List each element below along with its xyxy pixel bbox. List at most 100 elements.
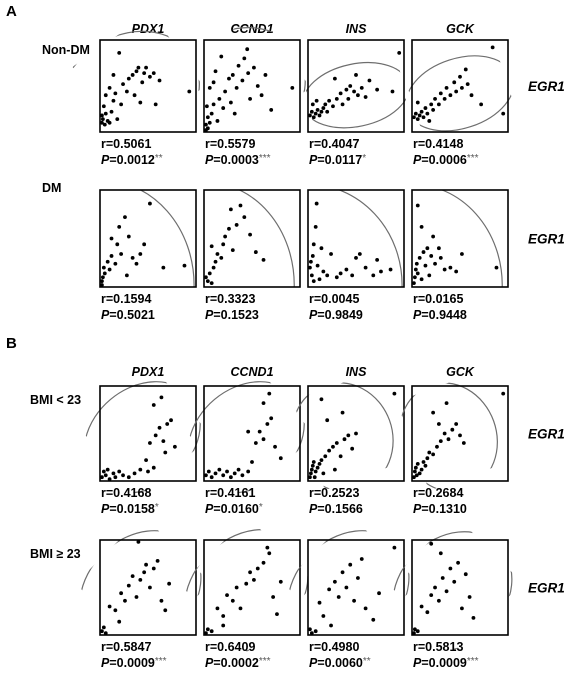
p-symbol: P [413,153,422,167]
data-point [228,100,233,105]
data-point [111,471,116,476]
data-point [269,416,274,421]
data-point [207,120,212,125]
data-point [132,93,137,98]
data-point [205,115,210,120]
data-point [144,562,148,567]
panel-frame [203,39,301,133]
data-point [107,604,112,609]
gene-column-label: GCK [446,365,475,379]
significance-stars: * [155,502,159,513]
correlation-r: r=0.3323 [205,292,255,306]
data-point [308,627,312,632]
data-point [392,391,397,396]
data-point [230,248,235,253]
data-point [148,441,152,445]
data-point [138,100,143,105]
data-point [136,540,141,544]
data-point [338,91,343,96]
data-point [423,263,428,268]
data-point [325,273,330,278]
data-point [213,259,218,264]
panel-frame [411,189,509,288]
data-point [228,475,233,480]
data-point [117,469,122,474]
data-point [321,614,326,618]
data-point [471,616,476,620]
p-value-number: =0.0009 [109,656,155,670]
data-point [308,265,312,270]
correlation-r: r=0.4161 [205,486,255,500]
data-point [429,541,434,546]
data-point [319,397,324,402]
data-point [209,475,214,480]
data-point [126,76,131,81]
p-value: P=0.0117* [309,153,366,167]
data-point [442,96,447,101]
data-point [363,95,368,99]
data-point [417,471,422,476]
data-point [448,265,453,270]
significance-stars: ** [155,153,163,164]
correlation-r: r=0.4047 [309,137,359,151]
data-point [248,570,252,575]
data-point [412,115,416,120]
data-point [452,80,457,85]
data-point [321,471,326,476]
data-point [436,102,441,107]
data-point [161,265,166,270]
data-point [490,45,495,50]
data-point [309,109,314,114]
data-point [227,226,231,231]
data-point [119,102,124,107]
significance-stars: *** [259,656,271,667]
data-point [252,578,256,582]
correlation-r: r=0.5061 [101,137,151,151]
p-value-number: =0.5021 [109,308,155,322]
data-point [134,595,139,599]
data-point [217,467,222,472]
data-point [421,115,426,120]
significance-stars: * [259,502,263,513]
data-point [148,585,152,590]
data-point [392,545,397,550]
data-point [429,254,434,258]
data-point [209,111,214,116]
p-value: P=0.0006*** [413,153,479,167]
data-point [151,465,156,470]
data-point [100,117,105,122]
correlation-r: r=0.1594 [101,292,151,306]
y-axis-label: EGR1 [528,79,565,94]
data-point [225,593,229,597]
data-point [321,269,326,274]
data-point [332,467,337,472]
data-point [412,469,417,474]
data-point [317,113,322,118]
data-point [438,256,443,260]
data-point [375,87,380,92]
data-point [250,460,254,464]
data-point [204,122,208,127]
correlation-r: r=0.4980 [309,640,359,654]
data-point [123,598,127,603]
data-point [415,462,420,466]
data-point [308,475,312,480]
data-point [117,619,122,624]
data-point [315,263,320,268]
data-point [314,98,319,103]
data-point [327,448,332,453]
panel-frame [99,39,197,133]
data-point [427,119,432,123]
data-point [234,223,239,227]
data-point [319,246,324,251]
data-point [163,450,168,455]
data-point [205,126,210,131]
y-axis-label: EGR1 [528,581,565,596]
data-point [259,93,264,98]
data-point [429,102,434,107]
data-point [415,271,420,276]
data-point [442,431,447,436]
data-point [151,71,156,76]
data-point [350,273,355,278]
data-point [223,234,228,239]
